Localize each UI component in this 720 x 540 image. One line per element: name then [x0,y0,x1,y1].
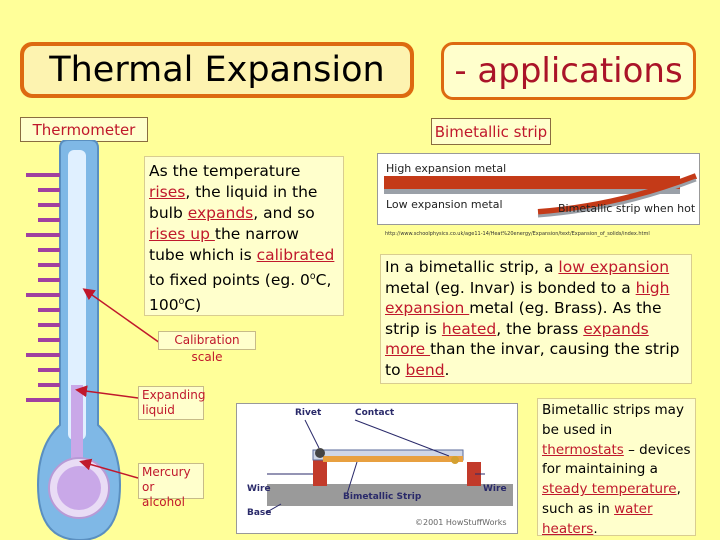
thermostat-diagram: Rivet Contact Wire Wire Bimetallic Strip… [236,403,518,534]
strip-image: High expansion metal Low expansion metal… [377,153,700,225]
bimetal-key-heated: heated [441,319,497,338]
bulb-liquid [57,466,101,510]
thermometer-illustration [26,140,122,540]
bimetal-description: In a bimetallic strip, a low expansion m… [380,254,692,384]
uses-text-2: – devices for maintaining a [542,441,691,478]
expanding-arrow [75,385,139,399]
bimetal-text-5: than the invar, causing the strip to [385,340,680,379]
low-expansion-layer [384,189,680,194]
uses-text-4: . [593,520,598,537]
bimetal-label: Bimetallic strip [431,118,551,145]
tube-bore [68,150,86,440]
thermostat-drawing [266,419,513,513]
base-plate [267,484,513,506]
wire-label-left: Wire [247,484,271,494]
calibration-arrow [82,288,161,344]
uses-key-thermostats: thermostats [542,441,624,458]
thermo-text-2: , the liquid in the bulb [149,183,318,222]
copyright: ©2001 HowStuffWorks [415,518,507,527]
bimetal-text-6: . [444,360,450,379]
thermo-text-5: to fixed points (eg. 0 [149,271,310,290]
source-link[interactable]: http://www.schoolphysics.co.uk/age11-14/… [385,231,650,237]
bimetal-key-expands-more: expands more [385,319,649,359]
contact-label: Contact [355,408,395,418]
bimetal-key-low-expansion: low expansion [558,258,670,276]
title-box: Thermal Expansion [20,42,414,98]
subtitle: - applications [441,42,696,100]
uses-text-3: , such as in [542,481,681,517]
bimetal-text-4: , the brass [496,319,584,338]
thermo-text-4: the narrow tube which is [149,225,299,264]
low-metal-label: Low expansion metal [386,198,503,211]
bimetal-key-bend: bend [405,360,445,379]
expanding-callout: Expanding liquid [138,386,205,420]
uses-description: Bimetallic strips may be used in thermos… [537,398,696,537]
mercury-arrow [79,458,139,479]
mercury-callout: Mercury or alcohol [138,463,204,509]
bimetal-text-1: In a bimetallic strip, a [385,258,559,276]
thermo-text-1: As the temperature [149,162,301,180]
thermo-key-rises: rises [149,183,186,201]
calibration-ticks [26,173,60,402]
degree-sign-2: o [178,296,185,308]
bent-strip-low [537,178,697,218]
brass-layer [323,456,463,462]
base-label: Base [247,508,272,518]
right-post [467,462,481,486]
bimetal-key-high-expansion: high expansion [385,278,670,318]
thermometer-description: As the temperature rises, the liquid in … [144,156,344,316]
label-leaders [266,419,485,513]
liquid-column [71,385,83,465]
thermo-key-expands: expands [187,204,254,222]
uses-key-steady-temperature: steady temperature [542,481,677,498]
bent-strip-high [537,173,698,215]
thermo-key-calibrated: calibrated [256,246,335,264]
page-title: Thermal Expansion [24,46,410,94]
rivet-label: Rivet [295,408,322,418]
high-expansion-layer [384,176,680,190]
strip-label: Bimetallic Strip [343,492,422,502]
rivet [315,448,325,458]
thermo-text-6: C, 100 [149,271,332,315]
bimetal-text-3: metal (eg. Brass). As the strip is [385,299,662,338]
hot-strip-label: Bimetallic strip when hot [558,202,696,215]
bimetal-text-2: metal (eg. Invar) is bonded to a [385,278,636,297]
degree-sign-1: o [309,271,316,282]
thermo-key-rises-up: rises up [149,225,215,243]
calibration-callout: Calibration scale [158,331,256,364]
thermo-text-7: C) [184,296,202,315]
uses-key-water-heaters: water heaters [542,500,653,537]
uses-text-1: Bimetallic strips may be used in [542,402,684,438]
thermo-text-3: , and so [253,204,315,222]
contact-point [451,456,459,464]
high-metal-label: High expansion metal [386,162,507,175]
wire-label-right: Wire [483,484,507,494]
strip-drawing [384,173,698,218]
